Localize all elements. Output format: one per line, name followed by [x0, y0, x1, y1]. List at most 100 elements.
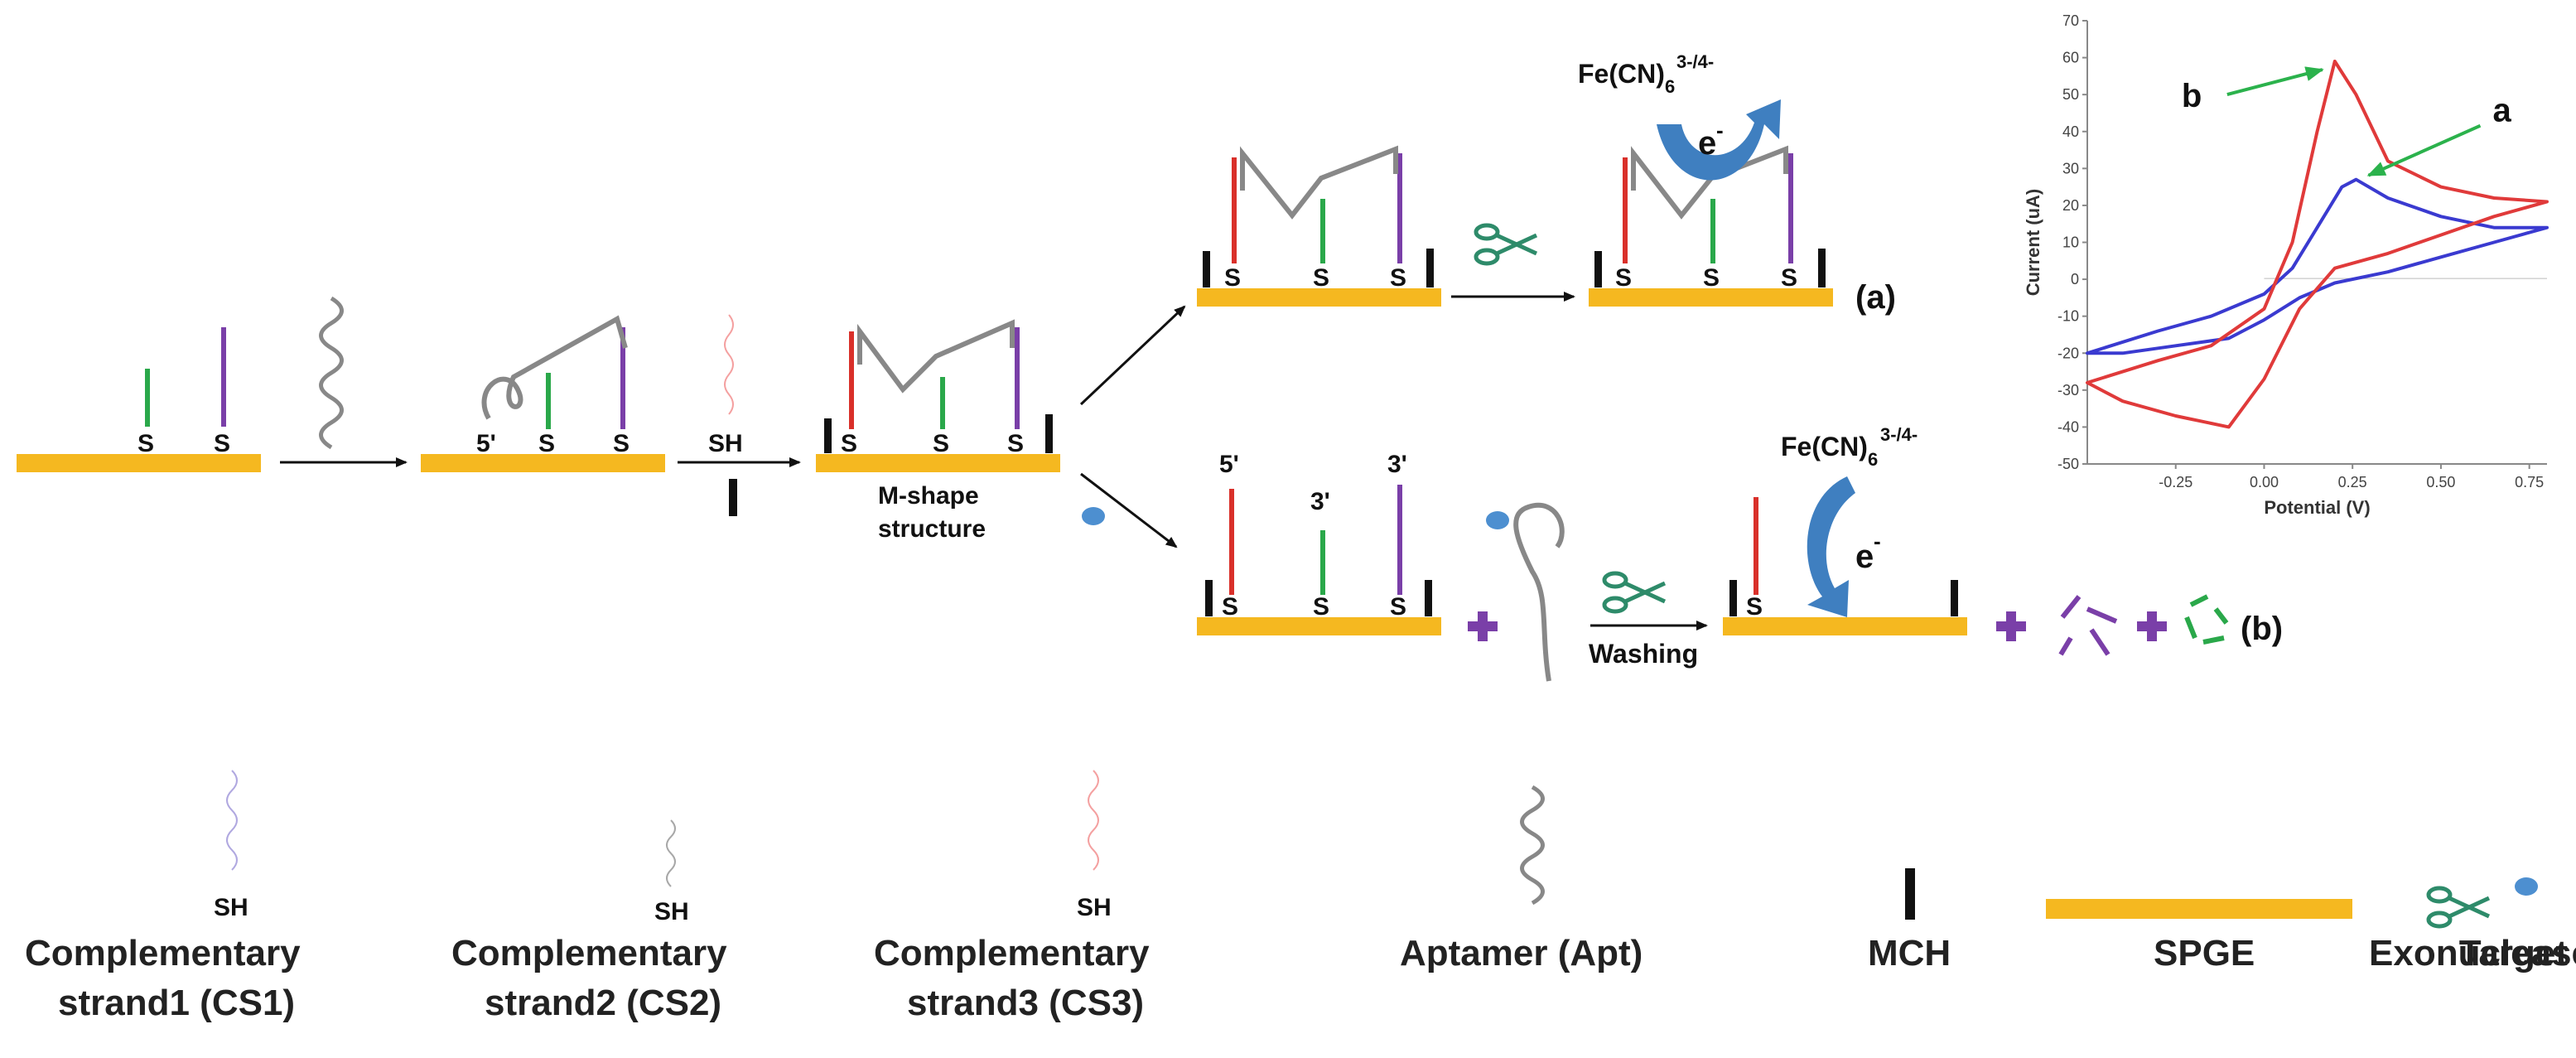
sulfur-label: S — [1615, 264, 1632, 292]
x-axis-label: Potential (V) — [2264, 497, 2370, 518]
five-prime-label: 5' — [1219, 451, 1239, 478]
mch-molecule — [1729, 580, 1737, 616]
y-tick-label: 20 — [2062, 197, 2079, 214]
annotation-a-arrow — [2366, 123, 2482, 177]
ferricyanide-label: Fe(CN) — [1781, 432, 1868, 461]
legend-cs1-line1: Complementary — [25, 933, 301, 973]
sulfur-label: S — [841, 430, 857, 457]
legend-cs1-line2: strand1 (CS1) — [58, 983, 295, 1023]
legend-mch-icon — [1905, 868, 1915, 920]
legend-cs2-icon — [666, 819, 676, 887]
aptamer-strand — [481, 315, 628, 420]
ferricyanide-label: 6 — [1665, 76, 1675, 97]
cs1-fragments — [2058, 595, 2118, 656]
sulfur-label: S — [214, 430, 230, 457]
legend-cs3-sh: SH — [1077, 894, 1112, 921]
ferricyanide-label: 3-/4- — [1880, 424, 1918, 445]
path-a-label: (a) — [1855, 279, 1896, 316]
branch-arrow-up — [1079, 305, 1186, 406]
branch-arrow-down — [1080, 472, 1178, 548]
legend-cs3-icon — [1088, 770, 1099, 871]
legend-cs2-line1: Complementary — [451, 933, 727, 973]
legend-spge-label: SPGE — [2154, 933, 2255, 973]
y-tick-label: -50 — [2057, 456, 2079, 472]
sulfur-label: S — [933, 430, 949, 457]
sulfur-label: S — [1390, 593, 1406, 621]
legend: SH Complementary strand1 (CS1) SH Comple… — [25, 770, 2576, 1023]
path-b-label: (b) — [2241, 611, 2283, 647]
y-tick-label: 60 — [2062, 50, 2079, 66]
x-tick-label: 0.25 — [2338, 474, 2367, 490]
mch-molecule — [1426, 249, 1434, 287]
aptamer-symbol — [319, 296, 344, 450]
mch-molecule — [1205, 580, 1213, 616]
x-tick-label: 0.50 — [2426, 474, 2455, 490]
plus-sign — [1996, 611, 2026, 641]
annotation-b-label: b — [2182, 78, 2202, 114]
washing-label: Washing — [1589, 639, 1698, 669]
legend-cs1-sh: SH — [214, 894, 248, 921]
ferricyanide-label: 3-/4- — [1676, 51, 1714, 72]
m-shape-label: structure — [878, 515, 986, 543]
sulfur-label: S — [1781, 264, 1797, 292]
m-shape-label: M-shape — [878, 482, 979, 510]
sulfur-label: S — [613, 430, 630, 457]
stage-2-hybridized: 5' S S — [421, 315, 665, 472]
spge-electrode — [17, 454, 261, 472]
five-prime-label: 5' — [476, 430, 496, 457]
aptamer-strand — [1631, 145, 1788, 220]
path-b-stage-2: S e - Fe(CN) 6 3-/4- — [1723, 424, 1967, 635]
aptamer-strand — [857, 319, 1015, 394]
scissors-icon — [1474, 223, 1538, 266]
y-tick-label: 40 — [2062, 123, 2079, 140]
y-tick-label: 30 — [2062, 160, 2079, 176]
sulfur-label: S — [1746, 593, 1763, 621]
sulfur-label: S — [137, 430, 154, 457]
legend-target-icon — [2515, 877, 2538, 896]
aptamer-strand — [1240, 145, 1398, 220]
legend-cs2-line2: strand2 (CS2) — [485, 983, 721, 1023]
sulfur-label: S — [1390, 264, 1406, 292]
mch-molecule — [824, 418, 832, 453]
legend-exonuclease-label: Exonuclease I — [2369, 933, 2576, 973]
mch-molecule — [1818, 249, 1826, 287]
path-a-stage-1: S S S — [1197, 145, 1441, 307]
x-tick-label: 0.75 — [2515, 474, 2544, 490]
electron-label: - — [1874, 529, 1881, 553]
sh-label: SH — [708, 430, 743, 457]
electron-label: - — [1716, 118, 1724, 143]
spge-electrode — [1197, 288, 1441, 307]
x-tick-label: 0.00 — [2250, 474, 2279, 490]
spge-electrode — [421, 454, 665, 472]
sulfur-label: S — [1007, 430, 1024, 457]
legend-target-label: Target — [2459, 933, 2569, 973]
three-prime-label: 3' — [1387, 451, 1407, 478]
sulfur-label: S — [1222, 593, 1238, 621]
annotation-a-label: a — [2492, 93, 2511, 129]
y-tick-label: -30 — [2057, 382, 2079, 399]
legend-aptamer-label: Aptamer (Apt) — [1400, 933, 1643, 973]
series-b-curve — [2086, 60, 2549, 429]
spge-electrode — [1723, 617, 1967, 635]
plus-sign — [2137, 611, 2167, 641]
y-axis-label: Current (uA) — [2023, 189, 2043, 297]
legend-cs2-sh: SH — [654, 898, 689, 925]
cs3-symbol — [724, 314, 734, 415]
path-b-stage-1: 5' 3' 3' S S S — [1197, 451, 1441, 635]
series-a-curve — [2086, 177, 2549, 355]
y-tick-label: -20 — [2057, 345, 2079, 361]
y-tick-label: 50 — [2062, 86, 2079, 103]
sulfur-label: S — [1224, 264, 1241, 292]
sulfur-label: S — [1703, 264, 1720, 292]
legend-cs3-line1: Complementary — [874, 933, 1150, 973]
mch-molecule — [1045, 414, 1053, 453]
y-tick-label: 70 — [2062, 12, 2079, 29]
three-prime-label: 3' — [1310, 488, 1330, 515]
x-tick-label: -0.25 — [2159, 474, 2192, 490]
spge-electrode — [1197, 617, 1441, 635]
sulfur-label: S — [1313, 264, 1329, 292]
mch-molecule — [1425, 580, 1432, 616]
path-a-stage-2: S S S e - Fe(CN) 6 3-/4- — [1578, 51, 1833, 307]
